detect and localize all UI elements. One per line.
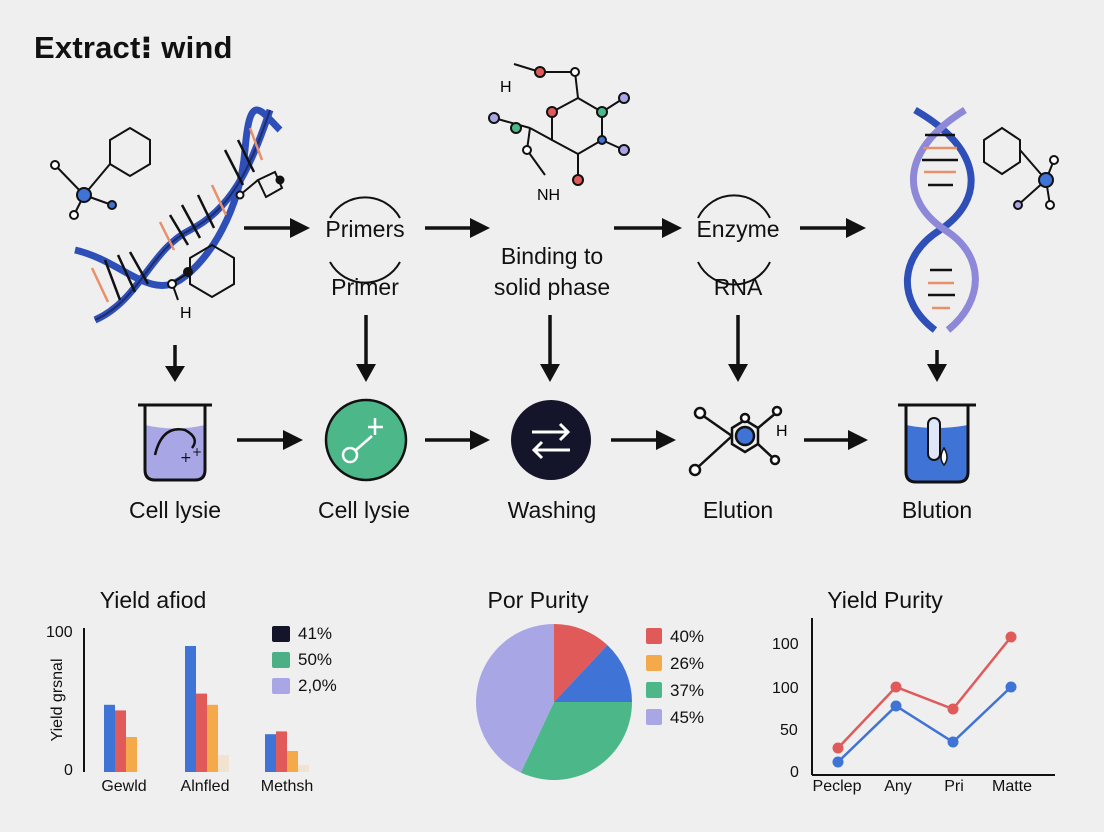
bar-chart-title: Yield afiod: [99, 587, 207, 613]
beaker-icon: + +: [138, 403, 212, 482]
bar-chart: [83, 628, 309, 772]
bar: [185, 646, 196, 772]
data-point: [890, 700, 902, 712]
legend-swatch: [646, 655, 662, 671]
line-xtick: Peclep: [812, 778, 862, 795]
step-label-2: Cell lysie: [317, 497, 411, 523]
pie-legend-label: 40%: [670, 627, 705, 646]
flow-arrow: [165, 315, 947, 382]
bar-y-axis-label: Yield grsnal: [49, 658, 66, 742]
atom-label-nh: NH: [537, 187, 560, 204]
bar-legend: [272, 626, 290, 694]
node-label-primers: Primers: [325, 216, 405, 242]
bar-legend-label: 50%: [298, 650, 333, 669]
node-label-enzyme: Enzyme: [696, 216, 780, 242]
node-label-primer: Primer: [331, 274, 399, 300]
data-point: [947, 736, 959, 748]
bar: [104, 704, 115, 772]
pie-legend: [646, 628, 662, 725]
data-point: [890, 681, 902, 693]
pie-legend-label: 37%: [670, 681, 705, 700]
data-point: [947, 703, 959, 715]
bar: [196, 693, 207, 772]
pie-slice: [476, 624, 554, 773]
atom-label-h: H: [180, 305, 192, 322]
legend-swatch: [272, 652, 290, 668]
line-xtick: Pri: [944, 778, 964, 795]
pie-legend-label: 45%: [670, 708, 705, 727]
legend-swatch: [646, 682, 662, 698]
series-line: [837, 686, 1012, 763]
svg-text:+: +: [192, 445, 202, 459]
flow-arrow: [237, 430, 868, 450]
pie-slice: [554, 624, 608, 702]
line-xtick: Any: [884, 778, 912, 795]
data-point: [1005, 681, 1017, 693]
legend-swatch: [646, 709, 662, 725]
bar: [207, 704, 218, 772]
legend-swatch: [272, 678, 290, 694]
svg-text:+: +: [180, 450, 192, 466]
line-xtick: Matte: [991, 778, 1033, 795]
node-circle: [329, 194, 771, 286]
line-chart: [811, 618, 1055, 776]
swap-arrows-icon: [511, 400, 591, 480]
data-point: [1005, 631, 1017, 643]
line-chart-title: Yield Purity: [827, 587, 943, 613]
bar-ytick-top: 100: [46, 624, 73, 641]
pie-slice: [554, 645, 632, 702]
molecule-icon: [167, 170, 285, 301]
node-label-binding: Binding to: [500, 243, 604, 269]
step-label-1: Cell lysie: [128, 497, 222, 523]
bar: [218, 755, 229, 772]
legend-swatch: [272, 626, 290, 642]
bar: [298, 765, 309, 772]
step-label-3: Washing: [507, 497, 597, 523]
bar-legend-label: 2,0%: [298, 676, 337, 695]
atom-label-h: H: [500, 79, 512, 96]
step-label-4: Elution: [702, 497, 774, 523]
pie-legend-label: 26%: [670, 654, 705, 673]
node-label-rna: RNA: [713, 274, 763, 300]
data-point: [832, 742, 844, 754]
bar: [115, 710, 126, 772]
bar-ytick-bottom: 0: [64, 762, 73, 779]
dna-helix-icon: [74, 106, 283, 324]
diagram-title: Extract⁝ wind: [34, 30, 233, 65]
series-line: [837, 636, 1012, 749]
line-ytick: 100: [772, 636, 799, 653]
bar-legend-label: 41%: [298, 624, 333, 643]
dna-helix-icon: [904, 106, 979, 333]
molecule-icon: [488, 63, 630, 186]
reagent-circle-icon: [324, 398, 408, 482]
pie-chart-title: Por Purity: [487, 587, 589, 613]
bar: [276, 731, 287, 772]
molecule-icon: [688, 405, 783, 477]
line-ytick: 0: [790, 764, 799, 781]
bar: [265, 734, 276, 772]
line-ytick: 100: [772, 680, 799, 697]
bar: [126, 737, 137, 772]
step-label-5: Blution: [901, 497, 973, 523]
pie-slice: [520, 702, 632, 780]
legend-swatch: [646, 628, 662, 644]
molecule-icon: [50, 126, 151, 220]
line-ytick: 50: [780, 722, 798, 739]
data-point: [832, 756, 844, 768]
bar: [287, 751, 298, 772]
node-label-solid-phase: solid phase: [493, 274, 611, 300]
atom-label-h: H: [776, 423, 788, 440]
bar-xtick: Gewld: [101, 778, 147, 795]
flow-arrow: [244, 218, 866, 238]
beaker-icon: [898, 403, 976, 484]
molecule-icon: [983, 126, 1059, 210]
bar-xtick: Alnfled: [180, 778, 230, 795]
pie-chart: [476, 624, 632, 780]
bar-xtick: Methsh: [260, 778, 314, 795]
